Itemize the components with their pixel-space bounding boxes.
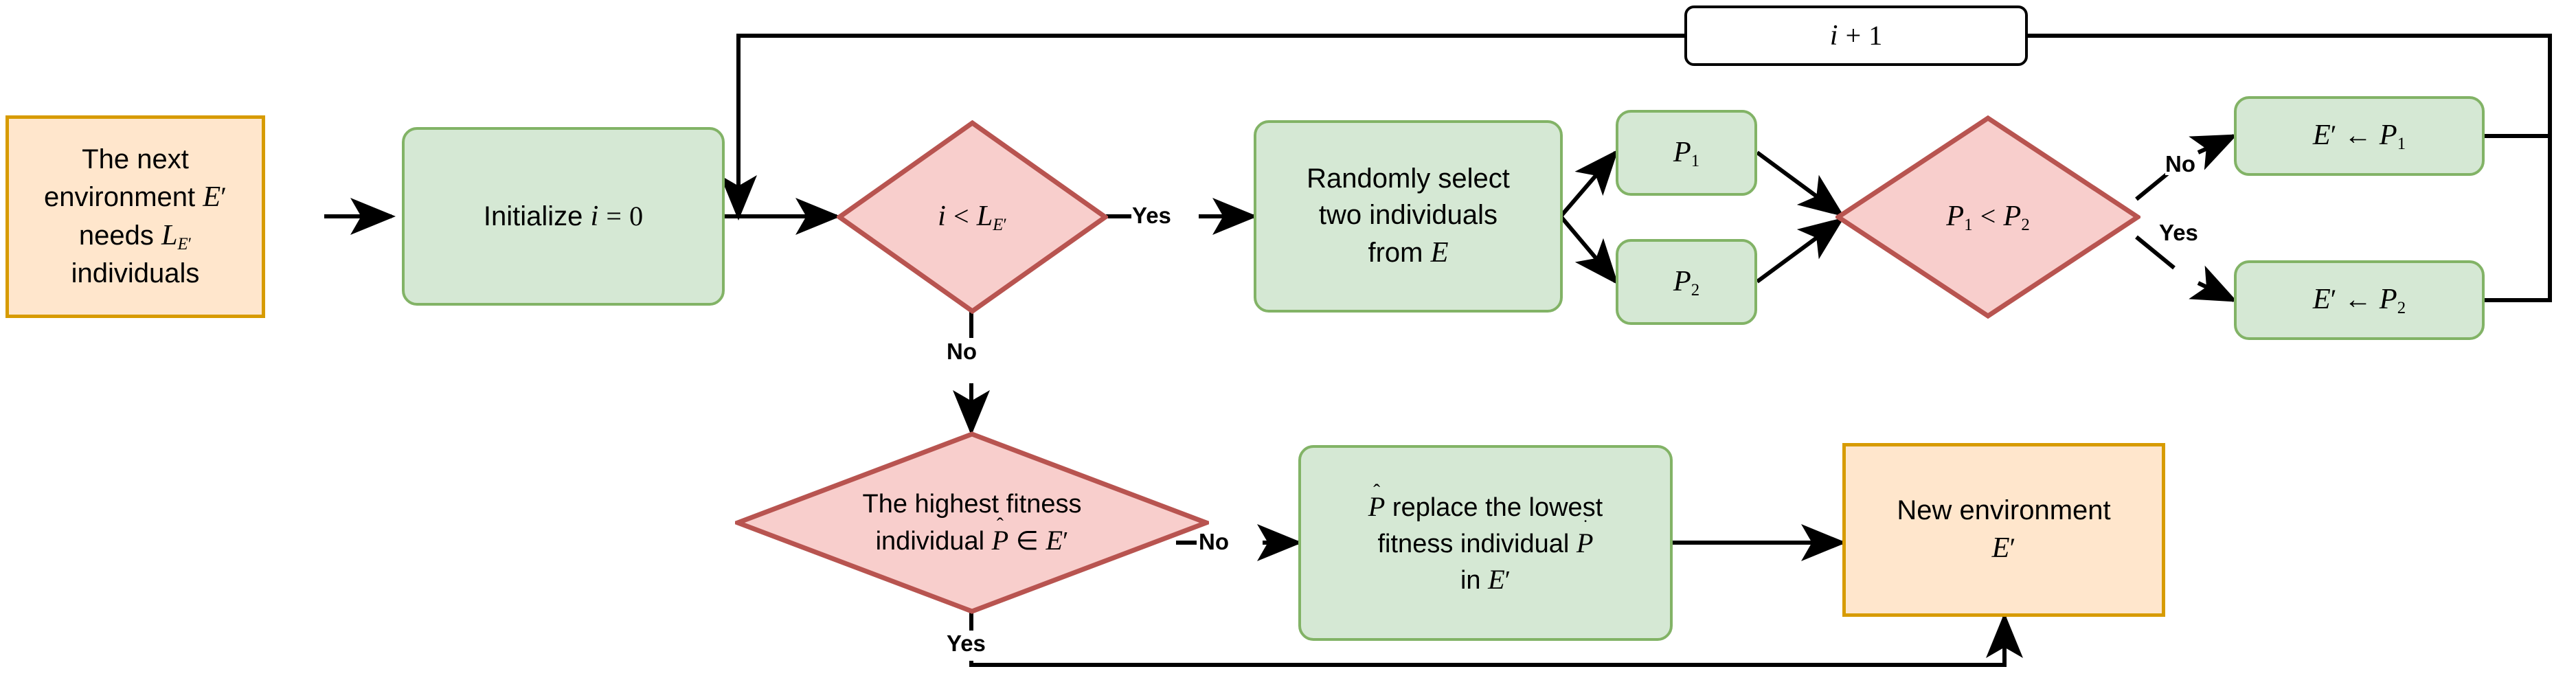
node-assign-p2[interactable]: E′ ← P2 [2234,260,2485,340]
node-initialize[interactable]: Initialize i = 0 [402,127,725,306]
edge-label-compare-no: No [2165,151,2195,177]
edge-label-fitness-yes: Yes [947,631,986,656]
loop-condition-shape [837,120,1108,314]
edge-select-to-p1 [1559,149,1618,218]
node-increment[interactable]: i + 1 [1684,5,2028,66]
node-assign-p1[interactable]: E′ ← P1 [2234,96,2485,176]
node-p1[interactable]: P1 [1616,110,1757,196]
edge-label-fitness-no: No [1199,529,1229,554]
edge-label-loop-yes: Yes [1132,203,1171,228]
edge-compare-yes [2135,235,2234,300]
edge-assignp2-to-rail [2485,136,2552,302]
edge-select-to-p2 [1559,215,1618,285]
node-assign-p2-label: E′ ← P2 [2312,283,2406,318]
node-loop-condition[interactable]: i < LE′ [837,120,1108,314]
edge-label-compare-yes: Yes [2159,220,2198,245]
node-p1-label: P1 [1673,135,1700,170]
node-compare[interactable]: P1 < P2 [1835,115,2140,319]
edge-p2-to-compare [1756,217,1844,284]
node-assign-p1-label: E′ ← P1 [2312,119,2406,154]
node-initialize-label: Initialize i = 0 [483,200,644,233]
highest-fitness-shape [735,431,1209,614]
compare-shape [1835,115,2140,319]
node-p2-label: P2 [1673,264,1700,299]
edge-label-loop-no: No [947,339,977,364]
node-p2[interactable]: P2 [1616,239,1757,325]
node-increment-label: i + 1 [1829,19,1883,52]
edge-p1-to-compare [1756,150,1844,217]
